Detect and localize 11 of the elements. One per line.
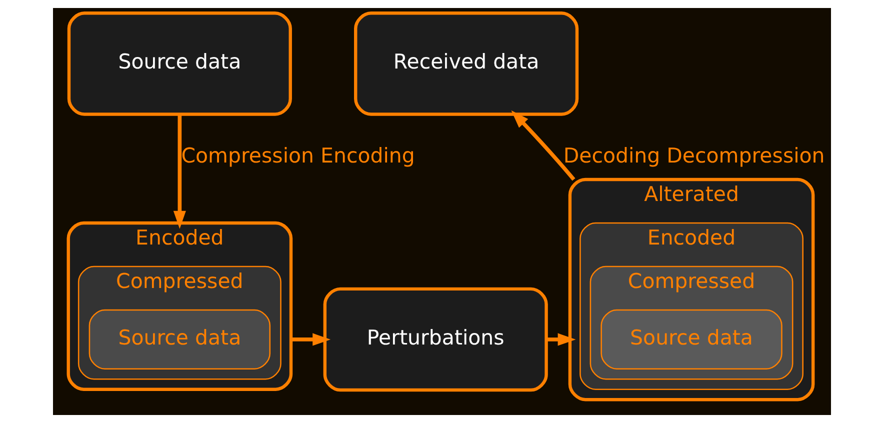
node-box: Received data: [354, 12, 579, 116]
node-box: Source data: [67, 12, 292, 116]
node-box: Source data: [88, 309, 271, 370]
node-box: Perturbations: [323, 287, 548, 392]
node-box: Source data: [600, 309, 782, 370]
arrow: [291, 333, 331, 346]
arrow: [546, 333, 576, 346]
edge-label: Decoding Decompression: [563, 144, 825, 168]
arrow: [511, 110, 576, 181]
edge-label: Compression Encoding: [181, 144, 415, 168]
arrow: [173, 114, 186, 229]
